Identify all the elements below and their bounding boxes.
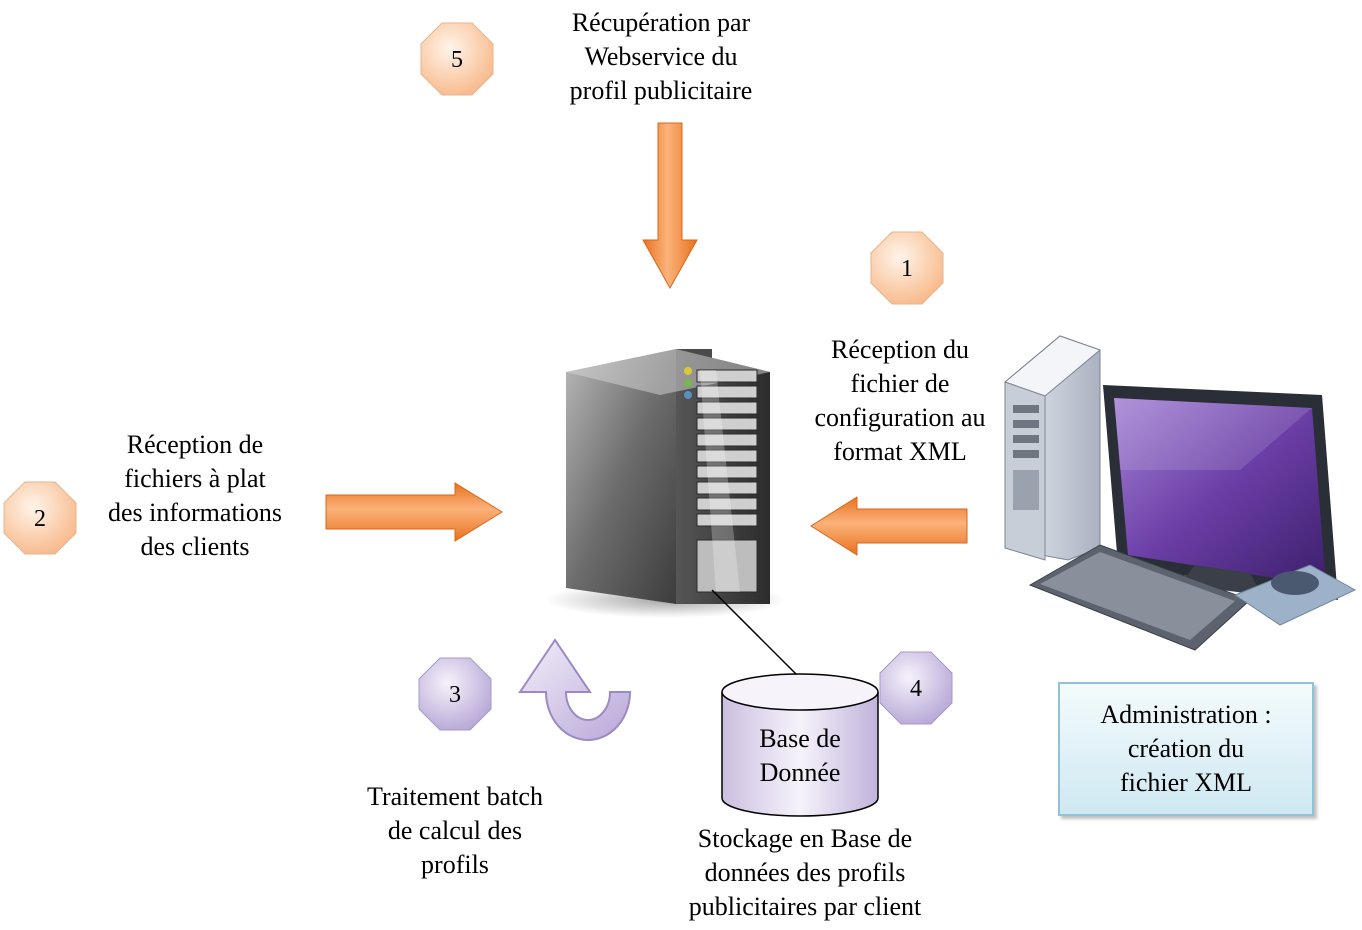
badge-number-1: 1 <box>901 256 913 282</box>
step5-label: Récupération par Webservice du profil pu… <box>569 8 753 105</box>
admin-box: Administration : création du fichier XML <box>1058 682 1314 816</box>
workstation-icon <box>1004 335 1357 651</box>
step-badge-4: 4 <box>879 651 953 725</box>
step-badge-5: 5 <box>420 22 494 96</box>
badge-number-3: 3 <box>449 682 461 708</box>
database-label: Base de Donnée <box>759 724 841 787</box>
arrow-down-webservice <box>642 122 698 290</box>
badge-number-5: 5 <box>451 47 463 73</box>
step1-label: Réception du fichier de configuration au… <box>814 335 986 466</box>
step-badge-1: 1 <box>870 231 944 305</box>
arrow-right-flat-files <box>325 482 503 542</box>
arrow-left-xml-config <box>810 496 968 556</box>
step-badge-3: 3 <box>418 657 492 731</box>
database-icon <box>721 673 879 817</box>
server-db-link <box>711 589 799 677</box>
badge-number-2: 2 <box>34 506 46 532</box>
step3-label: Traitement batch de calcul des profils <box>367 782 543 879</box>
step-badge-2: 2 <box>3 481 77 555</box>
server-icon <box>546 349 786 618</box>
badge-number-4: 4 <box>910 676 922 702</box>
admin-box-label: Administration : création du fichier XML <box>1100 700 1272 797</box>
step4-label: Stockage en Base de données des profils … <box>688 824 922 921</box>
cycle-arrow-icon <box>518 638 632 741</box>
step2-label: Réception de fichiers à plat des informa… <box>107 430 283 561</box>
